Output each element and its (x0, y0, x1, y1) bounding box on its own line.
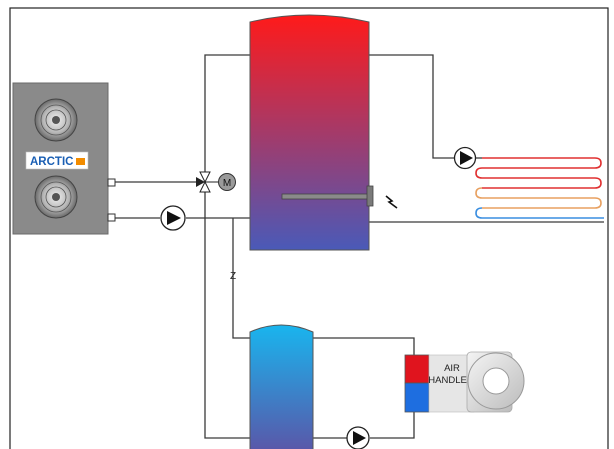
brand-accent (76, 158, 85, 165)
buffer-tank (249, 14, 398, 251)
pipe-buffer-to-dhw (232, 218, 250, 339)
radiant-loop (482, 157, 602, 169)
brand-plate (25, 151, 89, 170)
check-valve-label: Z (230, 271, 236, 282)
air-handler-label-line2: HANDLER (428, 375, 474, 386)
heatpump-supply-port (107, 178, 116, 187)
pump-icon (453, 146, 477, 170)
radiant-floor-loops (475, 157, 604, 219)
radiant-loop (475, 187, 602, 209)
pump-icon (346, 426, 370, 449)
pipe-pump-to-airhandler (370, 412, 415, 439)
lightning-icon (385, 195, 398, 209)
air-handler-cold-coil (404, 382, 430, 413)
electric-heater-icon (281, 185, 374, 207)
air-handler-label-box (428, 354, 475, 413)
check-valve-icon: Z (230, 271, 236, 282)
fan-icon (34, 175, 78, 219)
dhw-tank (249, 324, 314, 449)
heatpump-return-port (107, 213, 116, 222)
pipe-dhw-to-airhandler (313, 337, 415, 355)
piping (115, 54, 604, 439)
pipe-valve-to-buffer (204, 54, 250, 172)
air-handler-label-line1: AIR (444, 363, 460, 374)
pipe-buffer-to-radiant (369, 54, 455, 159)
air-handler-hot-coil (404, 354, 430, 384)
pipe-valve-to-dhw (204, 192, 250, 439)
dhw-tank-body (249, 324, 314, 449)
radiant-loop (475, 207, 604, 219)
diagram-frame (9, 7, 609, 449)
motor-valve-icon: M (196, 171, 236, 193)
fan-icon (34, 98, 78, 142)
motor-label: M (223, 178, 231, 189)
radiant-loop (475, 167, 602, 189)
buffer-tank-body (249, 14, 370, 251)
air-handler: AIR HANDLER (404, 351, 525, 413)
blower-icon (466, 351, 525, 413)
heat-pump-unit: ARCTIC (12, 82, 116, 235)
pump-icon (160, 205, 186, 231)
brand-logo-text: ARCTIC (30, 156, 73, 168)
